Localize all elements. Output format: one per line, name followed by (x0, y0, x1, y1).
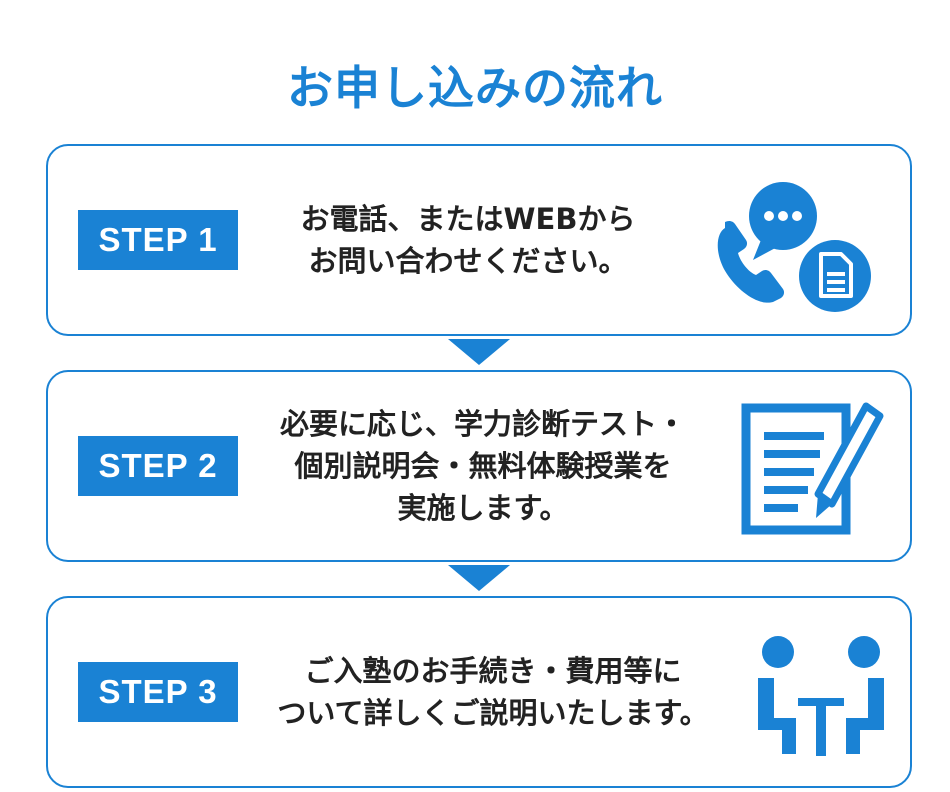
step-3-line-2: ついて詳しくご説明いたします。 (277, 696, 709, 730)
step-3-line-1: ご入塾のお手続き・費用等に (304, 654, 682, 688)
step-2-line-3: 実施します。 (397, 491, 569, 525)
step-2-badge: STEP 2 (78, 436, 238, 496)
step-1-line-2: お問い合わせください。 (308, 244, 628, 278)
down-arrow-icon (448, 565, 510, 591)
document-pencil-icon (741, 402, 884, 535)
step-1-badge: STEP 1 (78, 210, 238, 270)
step-3-badge: STEP 3 (78, 662, 238, 722)
meeting-people-table-icon (758, 636, 884, 756)
step-2-line-1: 必要に応じ、学力診断テスト・ (279, 407, 686, 441)
step-3-card: STEP 3 ご入塾のお手続き・費用等に ついて詳しくご説明いたします。 (46, 596, 912, 788)
down-arrow-icon (448, 339, 510, 365)
step-2-card: STEP 2 必要に応じ、学力診断テスト・ 個別説明会・無料体験授業を 実施しま… (46, 370, 912, 562)
step-1-line-1: お電話、またはWEBから (300, 202, 636, 236)
step-3-description: ご入塾のお手続き・費用等に ついて詳しくご説明いたします。 (238, 598, 748, 786)
phone-and-chat-document-icon (717, 182, 871, 312)
step-1-description: お電話、またはWEBから お問い合わせください。 (258, 146, 678, 334)
page-title: お申し込みの流れ (287, 61, 663, 115)
step-2-line-2: 個別説明会・無料体験授業を (294, 449, 672, 483)
step-2-description: 必要に応じ、学力診断テスト・ 個別説明会・無料体験授業を 実施します。 (248, 372, 718, 560)
step-1-card: STEP 1 お電話、またはWEBから お問い合わせください。 (46, 144, 912, 336)
